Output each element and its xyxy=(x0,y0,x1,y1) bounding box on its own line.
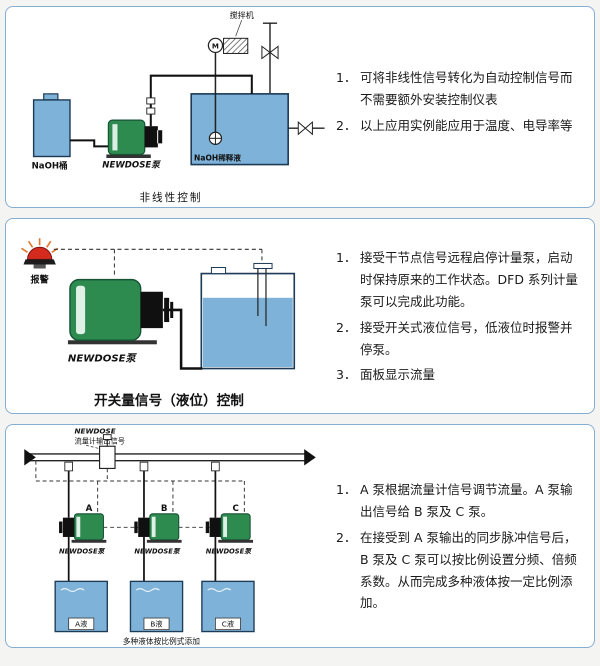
pump-label: NEWDOSE泵 xyxy=(68,352,138,364)
note-text: 接受开关式液位信号，低液位时报警并停泵。 xyxy=(360,319,573,357)
tank-b-icon: B液 xyxy=(129,580,184,633)
panel-nonlinear-control: 搅拌机 M xyxy=(5,6,595,208)
tank-b-label: B液 xyxy=(150,620,162,629)
note-item: 1． 接受干节点信号远程启停计量泵，启动时保持原来的工作状态。DFD 系列计量泵… xyxy=(336,247,580,313)
note-number: 1． xyxy=(336,70,357,85)
note-text: 在接受到 A 泵输出的同步脉冲信号后，B 泵及 C 泵可以按比例设置分频、倍频系… xyxy=(360,529,577,611)
note-text: 可将非线性信号转化为自动控制信号而不需要额外安装控制仪表 xyxy=(360,70,573,107)
alarm-lamp-icon xyxy=(21,238,59,269)
mixer-motor-icon: M xyxy=(207,37,249,54)
check-valve-icon xyxy=(146,107,156,115)
note-number: 3． xyxy=(336,367,357,383)
suction-tubing xyxy=(162,308,203,370)
note-item: 1． 可将非线性信号转化为自动控制信号而不需要额外安装控制仪表 xyxy=(336,67,580,111)
panel-proportional-dosing: NEWDOSE 流量计输出信号 xyxy=(5,424,595,648)
pump-label: NEWDOSE泵 xyxy=(206,547,253,555)
level-tank-icon xyxy=(200,262,296,370)
signal-bus xyxy=(35,460,245,528)
proportional-dosing-diagram: NEWDOSE 流量计输出信号 xyxy=(6,425,336,647)
note-number: 1． xyxy=(336,482,357,497)
dosing-pump-icon xyxy=(106,119,163,159)
pump-label: NEWDOSE泵 xyxy=(134,547,181,555)
level-control-svg: 报警 NEWDOSE泵 xyxy=(21,238,296,409)
check-valve-icon xyxy=(146,97,156,105)
dilute-tank-label: NaOH稀释液 xyxy=(194,153,241,163)
level-control-diagram: 报警 NEWDOSE泵 xyxy=(6,219,336,413)
mixer-leader-line xyxy=(235,20,243,37)
alarm-label: 报警 xyxy=(31,274,50,286)
outlet-valve-icon xyxy=(288,121,325,136)
flow-arrow-left xyxy=(24,449,36,466)
naoh-storage-tank-icon xyxy=(32,93,71,158)
motor-m-label: M xyxy=(212,41,219,50)
flowmeter-signal-label: 流量计输出信号 xyxy=(74,436,125,445)
panel3-notes: 1． A 泵根据流量计信号调节流量。A 泵输出信号给 B 泵及 C 泵。 2． … xyxy=(336,425,594,647)
nonlinear-control-diagram: 搅拌机 M xyxy=(6,7,336,207)
brand-label: NEWDOSE xyxy=(74,427,115,436)
pump-c-icon: C xyxy=(205,504,254,582)
flow-arrow-right xyxy=(304,449,316,466)
flow-meter-icon xyxy=(98,434,116,470)
tank-c-icon: C液 xyxy=(201,580,255,633)
pump-c-letter: C xyxy=(232,504,238,514)
panel2-caption: 开关量信号（液位）控制 xyxy=(94,392,244,409)
panel1-notes: 1． 可将非线性信号转化为自动控制信号而不需要额外安装控制仪表 2． 以上应用实… xyxy=(336,7,594,207)
tank-c-label: C液 xyxy=(222,620,234,629)
note-number: 2． xyxy=(336,529,357,545)
note-text: 接受干节点信号远程启停计量泵，启动时保持原来的工作状态。DFD 系列计量泵可以完… xyxy=(360,250,578,309)
proportional-dosing-svg: NEWDOSE 流量计输出信号 xyxy=(24,427,316,646)
note-text: A 泵根据流量计信号调节流量。A 泵输出信号给 B 泵及 C 泵。 xyxy=(360,482,573,519)
note-number: 1． xyxy=(336,250,357,265)
pump-a-icon: A xyxy=(59,504,107,582)
note-item: 2． 接受开关式液位信号，低液位时报警并停泵。 xyxy=(336,317,580,361)
tank-a-label: A液 xyxy=(75,620,87,629)
pump-b-icon: B xyxy=(134,504,182,582)
note-text: 以上应用实例能应用于温度、电导率等 xyxy=(360,117,573,133)
pump-b-letter: B xyxy=(161,504,168,514)
panel3-caption: 多种液体按比例式添加 xyxy=(123,636,200,646)
agitator-icon xyxy=(208,52,223,145)
panel2-notes: 1． 接受干节点信号远程启停计量泵，启动时保持原来的工作状态。DFD 系列计量泵… xyxy=(336,219,594,413)
pump-a-letter: A xyxy=(86,504,93,514)
panel1-caption: 非线性控制 xyxy=(139,191,202,204)
tank-a-icon: A液 xyxy=(54,580,108,633)
note-item: 2． 在接受到 A 泵输出的同步脉冲信号后，B 泵及 C 泵可以按比例设置分频、… xyxy=(336,527,580,615)
dosing-pump-icon xyxy=(67,278,174,345)
inlet-valve-icon xyxy=(261,22,279,94)
mixing-tank-icon xyxy=(190,93,289,166)
note-item: 3． 面板显示流量 xyxy=(336,364,580,386)
discharge-lines xyxy=(64,461,220,518)
nonlinear-control-svg: 搅拌机 M xyxy=(32,10,325,204)
main-pipe xyxy=(24,449,316,466)
note-number: 2． xyxy=(336,319,357,335)
note-item: 1． A 泵根据流量计信号调节流量。A 泵输出信号给 B 泵及 C 泵。 xyxy=(336,479,580,523)
note-text: 面板显示流量 xyxy=(360,367,436,383)
mixer-label: 搅拌机 xyxy=(230,10,254,20)
pump-label: NEWDOSE泵 xyxy=(102,161,161,171)
suction-pipe xyxy=(69,139,109,148)
naoh-tank-label: NaOH桶 xyxy=(32,160,68,172)
note-number: 2． xyxy=(336,117,357,133)
note-item: 2． 以上应用实例能应用于温度、电导率等 xyxy=(336,115,580,137)
panel-level-signal-control: 报警 NEWDOSE泵 xyxy=(5,218,595,414)
pump-label: NEWDOSE泵 xyxy=(59,547,106,555)
